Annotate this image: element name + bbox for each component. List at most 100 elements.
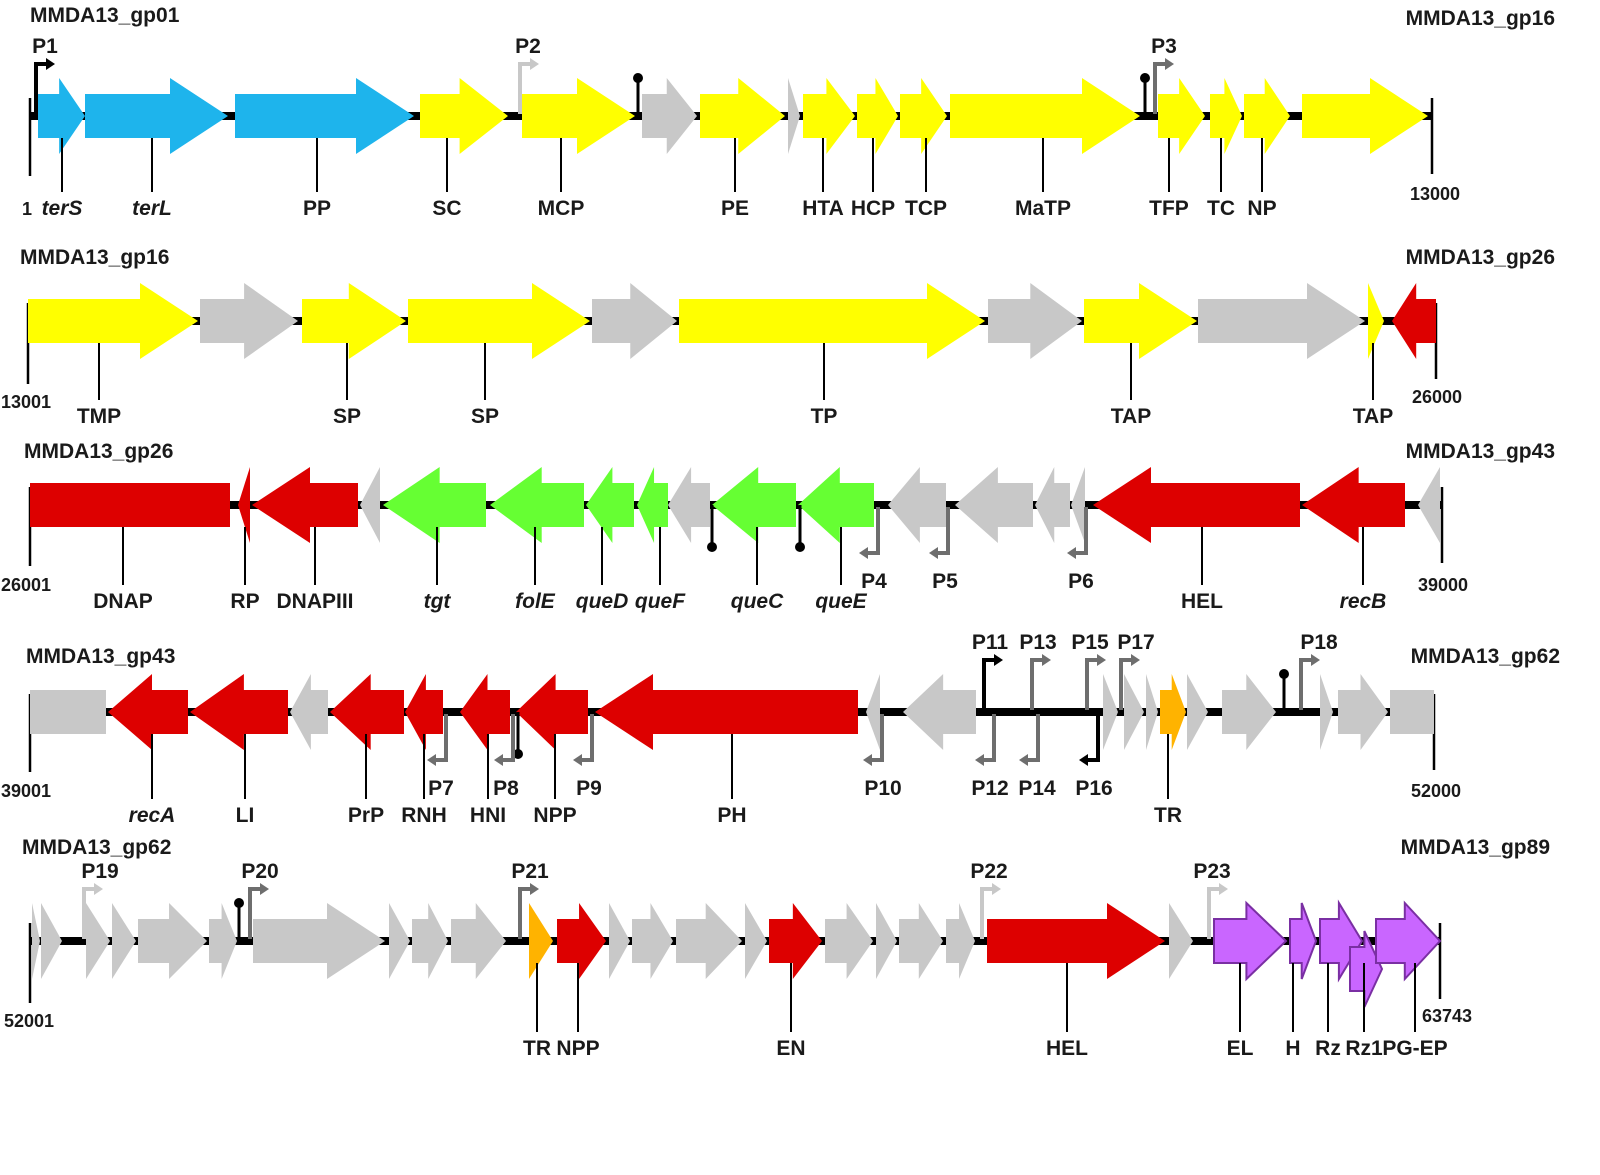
- gene-arrow-1-9: [803, 78, 855, 154]
- gene-arrow-5-17: [769, 903, 822, 979]
- gene-arrow-1-8: [788, 78, 800, 154]
- promoter-p21-icon: P21: [511, 860, 549, 939]
- promoter-p13-icon: P13: [1019, 631, 1057, 710]
- start-coordinate: 39001: [1, 781, 51, 801]
- gene-label: SC: [432, 197, 461, 220]
- promoter-label: P21: [511, 860, 549, 883]
- promoter-label: P17: [1117, 631, 1154, 654]
- promoter-p4-icon: P4: [859, 507, 887, 593]
- terminator-icon: [234, 898, 244, 941]
- gene-arrow-5-28: [1375, 900, 1442, 982]
- gene-label: PG-EP: [1382, 1037, 1447, 1060]
- row-last-gene-id: MMDA13_gp89: [1401, 836, 1550, 859]
- promoter-label: P5: [932, 570, 958, 593]
- start-coordinate: 52001: [4, 1011, 54, 1031]
- gene-arrow-5-12: [557, 903, 606, 979]
- gene-arrow-4-13: [1124, 674, 1144, 750]
- gene-label: TC: [1207, 197, 1235, 220]
- gene-label: SP: [471, 405, 499, 428]
- gene-arrow-3-5: [383, 467, 486, 543]
- gene-arrow-3-2: [238, 467, 250, 543]
- start-coordinate: 13001: [1, 392, 51, 412]
- gene-label: TR: [523, 1037, 551, 1060]
- gene-arrow-3-17: [1302, 467, 1405, 543]
- row-first-gene-id: MMDA13_gp43: [26, 645, 175, 668]
- promoter-label: P3: [1151, 35, 1177, 58]
- gene-arrow-1-2: [85, 78, 228, 154]
- gene-arrow-5-25: [1289, 902, 1318, 980]
- promoter-p11-icon: P11: [972, 631, 1009, 710]
- gene-arrow-2-7: [988, 283, 1082, 359]
- gene-arrow-2-11: [1392, 283, 1436, 359]
- terminator-icon: [795, 505, 805, 552]
- gene-label: TMP: [77, 405, 121, 428]
- gene-label: NPP: [533, 804, 576, 827]
- gene-label: NPP: [556, 1037, 599, 1060]
- promoter-p9-icon: P9: [573, 714, 602, 800]
- gene-arrow-5-9: [412, 903, 448, 979]
- gene-arrow-3-4: [360, 467, 380, 543]
- gene-arrow-5-5: [138, 903, 207, 979]
- promoter-p7-icon: P7: [427, 714, 454, 800]
- gene-arrow-2-8: [1084, 283, 1197, 359]
- gene-arrow-5-11: [529, 903, 553, 979]
- promoter-p18-icon: P18: [1299, 631, 1338, 710]
- gene-arrow-4-5: [330, 674, 404, 750]
- gene-arrow-1-5: [522, 78, 635, 154]
- gene-arrow-3-8: [637, 467, 668, 543]
- gene-arrow-5-3: [86, 903, 110, 979]
- promoter-p12-icon: P12: [971, 714, 1009, 800]
- gene-arrow-5-8: [389, 903, 410, 979]
- gene-arrow-5-27: [1349, 930, 1384, 1008]
- gene-arrow-4-14: [1146, 674, 1158, 750]
- gene-arrow-5-22: [987, 903, 1165, 979]
- gene-arrow-1-16: [1302, 78, 1428, 154]
- promoter-p10-icon: P10: [863, 714, 902, 800]
- gene-label: TP: [811, 405, 838, 428]
- gene-label: Rz1: [1345, 1037, 1383, 1060]
- promoter-label: P22: [970, 860, 1007, 883]
- gene-arrow-5-7: [253, 903, 385, 979]
- gene-arrow-4-15: [1160, 674, 1186, 750]
- promoter-label: P9: [576, 777, 602, 800]
- promoter-p2-icon: P2: [515, 35, 541, 114]
- gene-arrow-2-3: [302, 283, 406, 359]
- gene-arrow-1-1: [38, 78, 85, 154]
- gene-label: H: [1285, 1037, 1300, 1060]
- row-last-gene-id: MMDA13_gp16: [1406, 7, 1555, 30]
- gene-label: HEL: [1046, 1037, 1088, 1060]
- promoter-label: P4: [861, 570, 887, 593]
- promoter-label: P10: [864, 777, 901, 800]
- gene-arrow-4-3: [190, 674, 288, 750]
- gene-arrow-1-10: [857, 78, 898, 154]
- end-coordinate: 63743: [1422, 1006, 1472, 1026]
- row-first-gene-id: MMDA13_gp62: [22, 836, 171, 859]
- gene-label: PH: [717, 804, 746, 827]
- gene-label: queD: [576, 590, 629, 613]
- promoter-label: P11: [972, 631, 1009, 654]
- gene-arrow-4-19: [1338, 674, 1388, 750]
- gene-arrow-2-9: [1198, 283, 1365, 359]
- gene-arrow-3-16: [1093, 467, 1300, 543]
- gene-label: PE: [721, 197, 749, 220]
- promoter-label: P1: [32, 35, 58, 58]
- gene-arrow-5-13: [609, 903, 630, 979]
- terminator-icon: [1279, 669, 1289, 712]
- promoter-label: P12: [971, 777, 1008, 800]
- promoter-label: P13: [1019, 631, 1056, 654]
- gene-arrow-1-14: [1210, 78, 1242, 154]
- promoter-label: P2: [515, 35, 541, 58]
- gene-arrow-5-4: [112, 903, 136, 979]
- gene-arrow-4-4: [290, 674, 328, 750]
- gene-arrow-5-10: [451, 903, 506, 979]
- gene-label: DNAP: [93, 590, 153, 613]
- gene-label: RP: [230, 590, 259, 613]
- gene-arrow-2-4: [408, 283, 590, 359]
- promoter-label: P18: [1300, 631, 1338, 654]
- row-first-gene-id: MMDA13_gp16: [20, 246, 169, 269]
- gene-label: folE: [515, 590, 556, 613]
- gene-arrow-4-18: [1320, 674, 1333, 750]
- promoter-label: P6: [1068, 570, 1094, 593]
